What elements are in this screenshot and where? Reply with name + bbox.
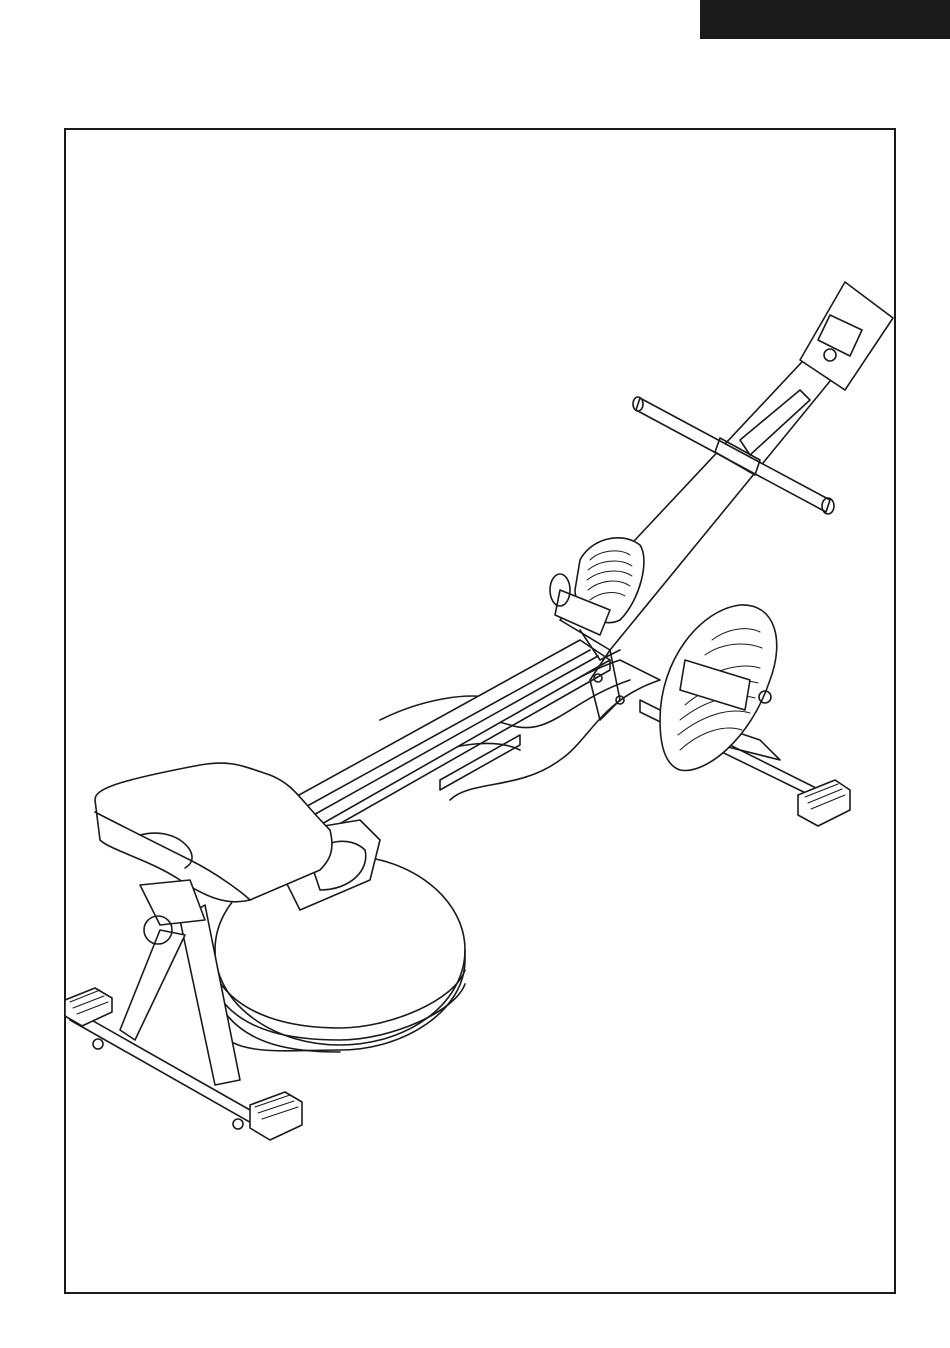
foot-pedal-right <box>660 605 777 771</box>
rail <box>290 640 610 835</box>
front-stabilizer <box>65 880 302 1140</box>
